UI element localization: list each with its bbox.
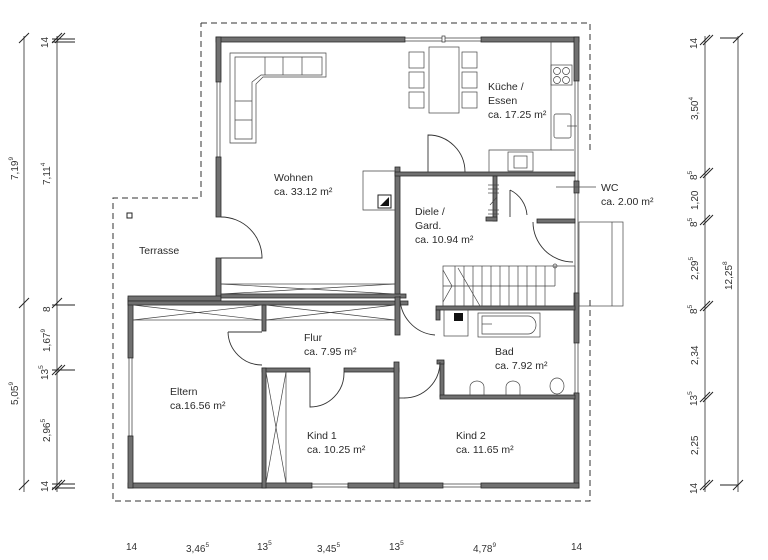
wardrobes xyxy=(132,283,396,484)
room-name: Kind 2 xyxy=(456,430,486,442)
room-name-2: Essen xyxy=(488,95,518,107)
dim-left-outer-1: 7,199 xyxy=(8,156,21,180)
staircase xyxy=(442,263,576,307)
room-name: Kind 1 xyxy=(307,430,337,442)
room-area: ca. 17.25 m² xyxy=(488,109,547,121)
dining-table xyxy=(408,46,478,114)
room-area: ca.16.56 m² xyxy=(170,400,226,412)
dim-left-inner-6: 2,965 xyxy=(40,418,53,442)
room-name: Flur xyxy=(304,332,323,344)
dim-left-inner-4: 1,679 xyxy=(40,328,53,352)
room-label-kind2: Kind 2 ca. 11.65 m² xyxy=(456,429,514,457)
room-name: Terrasse xyxy=(139,245,180,257)
dim-bottom-1: 14 xyxy=(126,542,138,553)
room-name: Bad xyxy=(495,346,514,358)
room-label-flur: Flur ca. 7.95 m² xyxy=(304,331,357,359)
room-name: WC xyxy=(601,182,619,194)
room-area: ca. 7.92 m² xyxy=(495,360,548,372)
room-label-wc: WC ca. 2.00 m² xyxy=(601,181,654,209)
dim-right-inner-8: 2,34 xyxy=(690,345,701,365)
room-area: ca. 2.00 m² xyxy=(601,196,654,208)
room-name: Eltern xyxy=(170,386,198,398)
room-name: Wohnen xyxy=(274,172,313,184)
room-label-kind1: Kind 1 ca. 10.25 m² xyxy=(307,429,365,457)
room-area: ca. 10.94 m² xyxy=(415,234,474,246)
coat-hooks xyxy=(488,184,499,215)
dim-right-inner-10: 2,25 xyxy=(690,435,701,455)
dim-right-inner-2: 3,504 xyxy=(688,96,701,120)
dim-left-outer-2: 5,059 xyxy=(8,381,21,405)
exterior-walls xyxy=(127,35,580,489)
kitchen-counter xyxy=(488,42,577,172)
dim-right-inner-9: 135 xyxy=(687,391,700,406)
doors xyxy=(220,134,574,408)
room-name: Küche / xyxy=(488,81,524,93)
bath-fixtures xyxy=(443,309,565,395)
dimension-lines xyxy=(18,32,744,492)
dim-bottom-2: 3,465 xyxy=(186,542,210,555)
dim-left-inner-2: 7,114 xyxy=(40,162,53,185)
room-label-terrasse: Terrasse xyxy=(139,244,179,258)
dim-right-inner-7: 85 xyxy=(687,304,700,314)
room-name: Diele / xyxy=(415,206,445,218)
dim-right-inner-5: 85 xyxy=(687,217,700,227)
dim-bottom-7: 14 xyxy=(571,542,583,553)
room-area: ca. 11.65 m² xyxy=(456,444,514,456)
dim-left-inner-7: 14 xyxy=(40,480,51,492)
dim-right-inner-6: 2,295 xyxy=(688,256,701,280)
room-area: ca. 10.25 m² xyxy=(307,444,366,456)
dim-bottom-5: 135 xyxy=(389,540,404,553)
dim-right-inner-1: 14 xyxy=(689,37,700,49)
room-label-wohnen: Wohnen ca. 33.12 m² xyxy=(274,171,332,199)
sofa xyxy=(229,52,327,144)
dim-bottom-3: 135 xyxy=(257,540,272,553)
room-label-eltern: Eltern ca.16.56 m² xyxy=(170,385,225,413)
fireplace xyxy=(362,170,395,211)
dim-right-inner-11: 14 xyxy=(689,482,700,494)
terrace-post xyxy=(126,212,133,219)
entrance-landing xyxy=(578,221,624,307)
room-area: ca. 7.95 m² xyxy=(304,346,357,358)
dim-left-inner-3: 8 xyxy=(42,306,53,312)
dim-right-outer-1: 12,258 xyxy=(722,261,735,290)
room-name-2: Gard. xyxy=(415,220,442,232)
dim-bottom-6: 4,789 xyxy=(473,542,497,555)
dim-left-inner-5: 135 xyxy=(38,365,51,380)
dim-left-inner-1: 14 xyxy=(40,36,51,48)
dim-right-inner-4: 1,20 xyxy=(690,190,701,210)
room-area: ca. 33.12 m² xyxy=(274,186,333,198)
room-label-kueche: Küche / Essen ca. 17.25 m² xyxy=(488,80,546,122)
interior-walls xyxy=(127,166,576,489)
dim-bottom-4: 3,455 xyxy=(317,542,341,555)
dim-right-inner-3: 85 xyxy=(687,170,700,180)
room-label-diele: Diele / Gard. ca. 10.94 m² xyxy=(415,205,473,247)
room-label-bad: Bad ca. 7.92 m² xyxy=(495,345,548,373)
